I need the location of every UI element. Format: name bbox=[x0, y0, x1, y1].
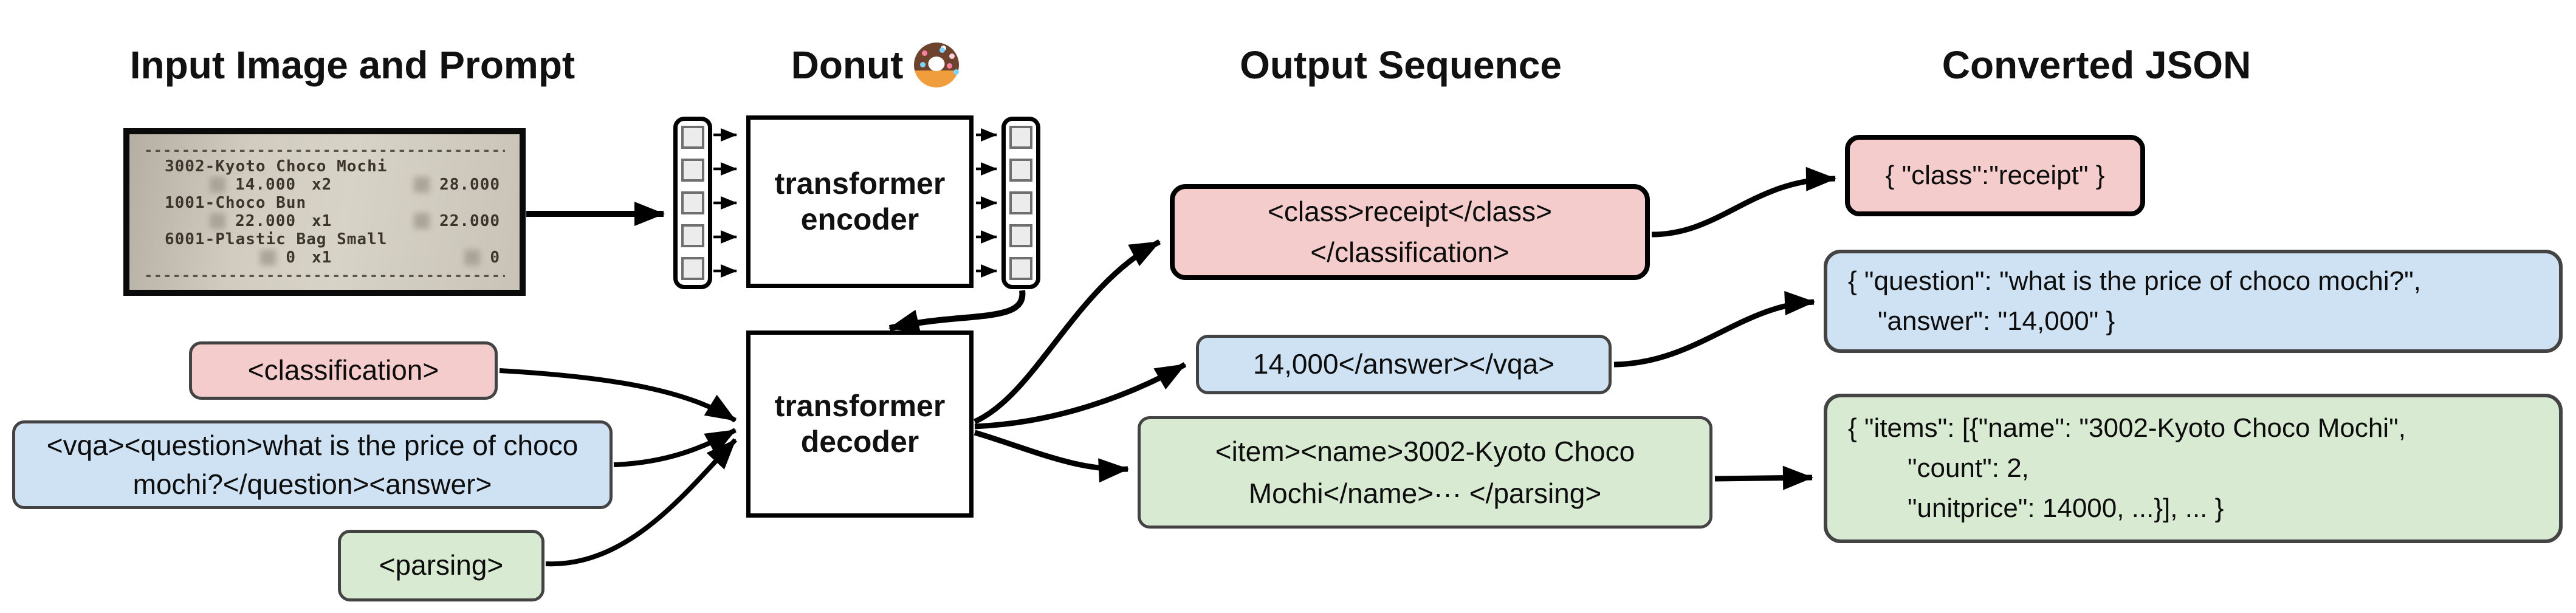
patch-square bbox=[681, 224, 704, 247]
patch-square bbox=[1009, 257, 1032, 280]
receipt-item-price-row: 22.000 x1 22.000 bbox=[144, 212, 505, 230]
output-classification-line2: </classification> bbox=[1310, 236, 1510, 268]
redaction-blur bbox=[210, 177, 226, 193]
prompt-vqa-text: <vqa><question>what is the price of choc… bbox=[46, 429, 579, 500]
receipt-qty: x1 bbox=[312, 248, 332, 267]
receipt-total-cell: 22.000 bbox=[391, 212, 505, 230]
transformer-decoder-box: transformer decoder bbox=[746, 330, 974, 518]
output-parsing-line2: Mochi</name>··· </parsing> bbox=[1248, 477, 1602, 509]
patch-square bbox=[1009, 126, 1032, 149]
receipt-unitprice: 14.000 bbox=[235, 176, 296, 194]
json-vqa-line1: { "question": "what is the price of choc… bbox=[1848, 266, 2421, 296]
patch-square bbox=[681, 191, 704, 214]
json-parsing-box: { "items": [{"name": "3002-Kyoto Choco M… bbox=[1824, 394, 2563, 543]
json-parsing-line3: "unitprice": 14000, ...}], ... } bbox=[1907, 493, 2224, 523]
patch-square bbox=[1009, 224, 1032, 247]
arrow-vqa-prompt-to-decoder bbox=[613, 428, 737, 467]
prompt-vqa-box: <vqa><question>what is the price of choc… bbox=[12, 420, 613, 509]
arrow-decoder-to-parsing-output bbox=[974, 430, 1129, 483]
receipt-qty: x1 bbox=[312, 212, 332, 230]
output-column-title: Output Sequence bbox=[1240, 43, 1562, 87]
receipt-item-price-row: 0 x1 0 bbox=[144, 248, 505, 267]
decoder-label-line1: transformer bbox=[774, 389, 946, 423]
receipt-total: 28.000 bbox=[439, 176, 500, 194]
encoder-label-line2: encoder bbox=[800, 202, 919, 236]
json-column-title: Converted JSON bbox=[1942, 43, 2251, 87]
model-column-title: Donut bbox=[723, 43, 1027, 87]
patch-square bbox=[1009, 159, 1032, 182]
receipt-item-price-row: 14.000 x2 28.000 bbox=[144, 176, 505, 194]
receipt-qty: x2 bbox=[312, 176, 332, 194]
output-parsing-line1: <item><name>3002-Kyoto Choco bbox=[1215, 435, 1635, 467]
receipt-separator: ----------------------------------------… bbox=[144, 267, 505, 283]
patch-square bbox=[681, 159, 704, 182]
encoded-patch-column bbox=[1001, 117, 1040, 289]
patch-square bbox=[681, 257, 704, 280]
encoder-label-line1: transformer bbox=[774, 166, 946, 200]
receipt-unitprice-cell: 14.000 bbox=[144, 176, 296, 194]
receipt-unitprice-cell: 0 bbox=[144, 248, 296, 267]
json-parsing-line1: { "items": [{"name": "3002-Kyoto Choco M… bbox=[1848, 413, 2406, 443]
arrow-classification-prompt-to-decoder bbox=[499, 368, 737, 423]
arrow-vqa-output-to-json bbox=[1613, 291, 1815, 368]
donut-emoji-icon bbox=[914, 43, 960, 87]
receipt-item-name: 3002-Kyoto Choco Mochi bbox=[165, 157, 388, 176]
redaction-blur bbox=[260, 250, 276, 265]
redaction-blur bbox=[414, 213, 430, 229]
receipt-item-name: 6001-Plastic Bag Small bbox=[165, 230, 388, 248]
input-column-title: Input Image and Prompt bbox=[129, 43, 575, 87]
json-classification-box: { "class":"receipt" } bbox=[1845, 135, 2145, 216]
receipt-item-name: 1001-Choco Bun bbox=[165, 194, 307, 212]
receipt-unitprice-cell: 22.000 bbox=[144, 212, 296, 230]
receipt-unitprice: 0 bbox=[286, 248, 296, 267]
arrow-parsing-output-to-json bbox=[1714, 465, 1813, 490]
receipt-separator: ----------------------------------------… bbox=[144, 142, 505, 157]
patch-square bbox=[1009, 191, 1032, 214]
receipt-total: 22.000 bbox=[439, 212, 500, 230]
prompt-classification-box: <classification> bbox=[189, 341, 498, 400]
output-parsing-box: <item><name>3002-Kyoto Choco Mochi</name… bbox=[1138, 416, 1712, 529]
json-vqa-line2: "answer": "14,000" } bbox=[1877, 306, 2115, 336]
redaction-blur bbox=[210, 213, 226, 229]
json-vqa-box: { "question": "what is the price of choc… bbox=[1824, 250, 2563, 353]
output-classification-line1: <class>receipt</class> bbox=[1268, 196, 1552, 228]
redaction-blur bbox=[414, 177, 430, 193]
prompt-parsing-box: <parsing> bbox=[338, 530, 544, 601]
output-classification-box: <class>receipt</class> </classification> bbox=[1170, 184, 1650, 280]
receipt-total: 0 bbox=[490, 248, 500, 267]
input-patch-column bbox=[673, 117, 712, 289]
arrow-encoder-to-decoder bbox=[888, 290, 1026, 334]
arrow-classification-output-to-json bbox=[1651, 166, 1836, 238]
receipt-total-cell: 0 bbox=[391, 248, 505, 267]
decoder-label-line2: decoder bbox=[800, 425, 919, 459]
patch-square bbox=[681, 126, 704, 149]
transformer-encoder-box: transformer encoder bbox=[746, 115, 974, 288]
donut-sprinkles bbox=[922, 50, 928, 56]
json-parsing-line2: "count": 2, bbox=[1907, 453, 2029, 483]
receipt-total-cell: 28.000 bbox=[391, 176, 505, 194]
receipt-image: ----------------------------------------… bbox=[123, 128, 526, 296]
receipt-unitprice: 22.000 bbox=[235, 212, 296, 230]
output-vqa-box: 14,000</answer></vqa> bbox=[1196, 335, 1612, 394]
model-title-text: Donut bbox=[791, 43, 904, 87]
redaction-blur bbox=[464, 250, 481, 265]
